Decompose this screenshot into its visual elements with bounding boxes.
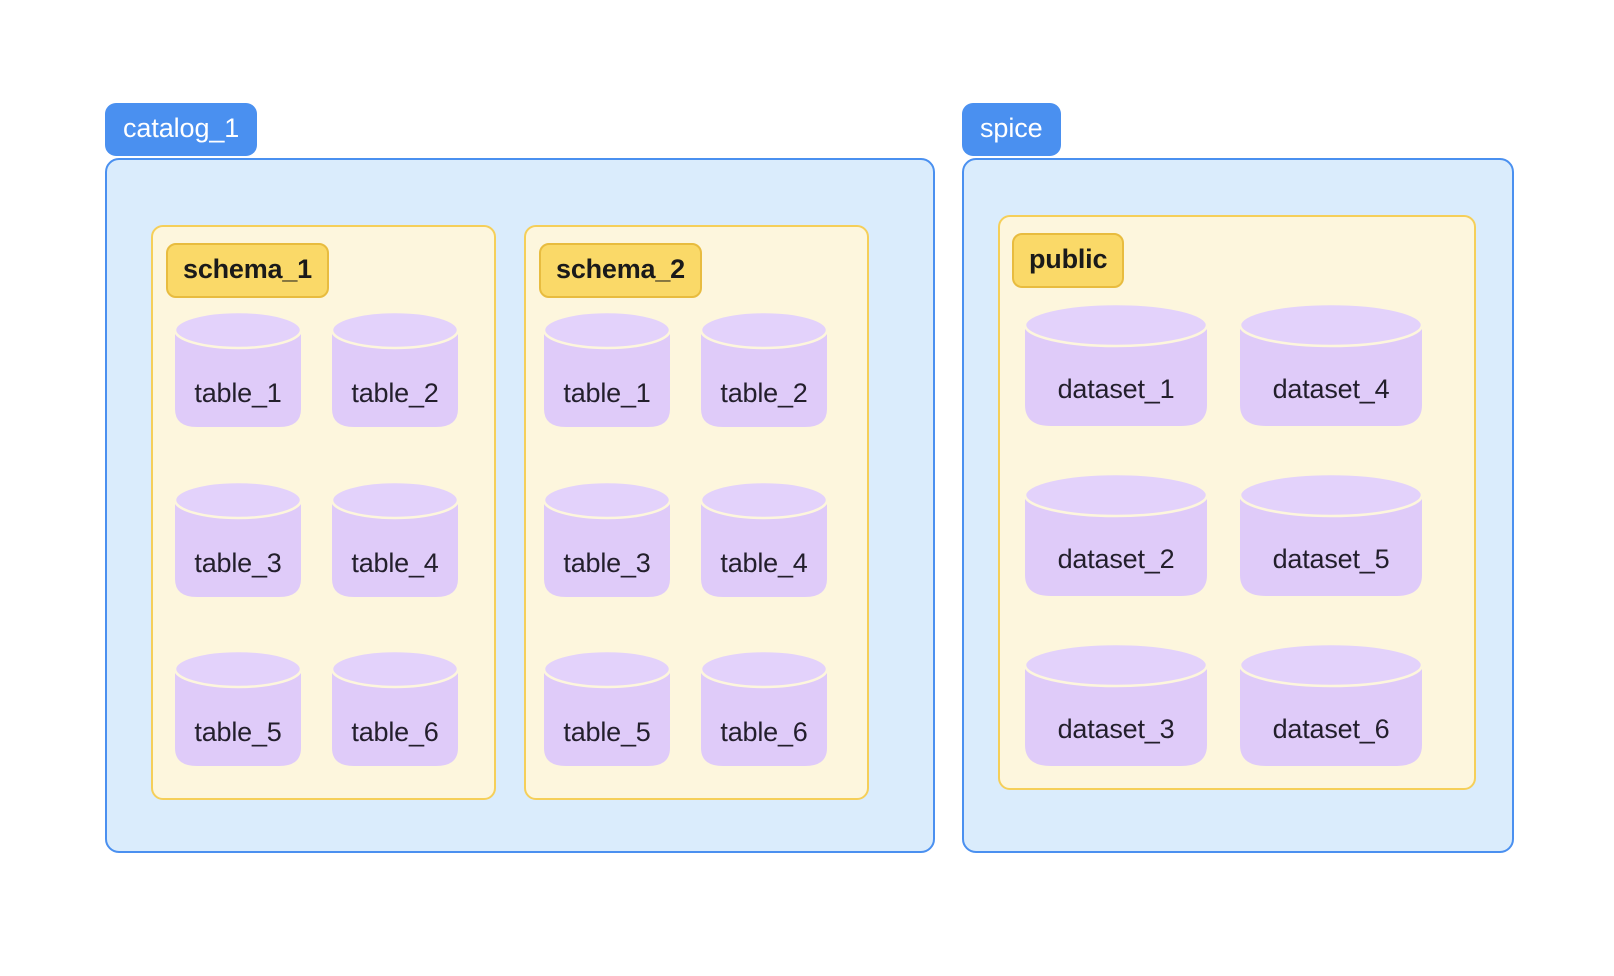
table-cylinder-label: table_1	[194, 378, 282, 408]
table-cylinder-label: table_4	[351, 548, 439, 578]
dataset-cylinder[interactable]: dataset_4	[1238, 302, 1424, 426]
table-cylinder-label: table_6	[720, 717, 808, 747]
table-cylinder-label: table_3	[563, 548, 651, 578]
table-cylinder-label: table_1	[563, 378, 651, 408]
table-cylinder[interactable]: table_3	[173, 480, 303, 597]
table-cylinder-label: table_6	[351, 717, 439, 747]
group-badge-catalog-1[interactable]: catalog_1	[105, 103, 258, 156]
schema-badge-schema-1[interactable]: schema_1	[166, 243, 329, 298]
dataset-cylinder-label: dataset_3	[1057, 714, 1175, 744]
table-cylinder-label: table_2	[351, 378, 439, 408]
table-cylinder[interactable]: table_3	[542, 480, 672, 597]
table-cylinder-label: table_4	[720, 548, 808, 578]
dataset-cylinder[interactable]: dataset_1	[1023, 302, 1209, 426]
table-cylinder[interactable]: table_5	[173, 649, 303, 766]
dataset-cylinder[interactable]: dataset_2	[1023, 472, 1209, 596]
group-box-spice: public dataset_1 dat	[962, 158, 1514, 853]
dataset-cylinder-label: dataset_4	[1272, 374, 1390, 404]
schema-badge-schema-2[interactable]: schema_2	[539, 243, 702, 298]
table-cylinder[interactable]: table_1	[173, 310, 303, 427]
table-cylinder[interactable]: table_4	[699, 480, 829, 597]
dataset-cylinder-label: dataset_1	[1057, 374, 1175, 404]
schema-badge-public[interactable]: public	[1012, 233, 1125, 288]
group-catalog-1: catalog_1 schema_1 table_1	[105, 103, 935, 853]
dataset-cylinder-label: dataset_6	[1272, 714, 1390, 744]
table-cylinder-label: table_5	[194, 717, 282, 747]
table-cylinder[interactable]: table_2	[330, 310, 460, 427]
schema-panel-schema-1: schema_1 table_1 tab	[151, 225, 496, 800]
dataset-cylinder-label: dataset_2	[1057, 544, 1175, 574]
table-cylinder[interactable]: table_4	[330, 480, 460, 597]
group-box-catalog-1: schema_1 table_1 tab	[105, 158, 935, 853]
table-cylinder[interactable]: table_5	[542, 649, 672, 766]
table-cylinder[interactable]: table_6	[330, 649, 460, 766]
table-cylinder-label: table_5	[563, 717, 651, 747]
table-cylinder[interactable]: table_1	[542, 310, 672, 427]
dataset-cylinder[interactable]: dataset_6	[1238, 642, 1424, 766]
schema-panel-schema-2: schema_2 table_1 tab	[524, 225, 869, 800]
dataset-cylinder-label: dataset_5	[1272, 544, 1390, 574]
table-cylinder[interactable]: table_6	[699, 649, 829, 766]
table-cylinder-label: table_2	[720, 378, 808, 408]
dataset-cylinder[interactable]: dataset_3	[1023, 642, 1209, 766]
group-badge-spice[interactable]: spice	[962, 103, 1061, 156]
table-cylinder-label: table_3	[194, 548, 282, 578]
table-cylinder[interactable]: table_2	[699, 310, 829, 427]
group-spice: spice public dataset_1	[962, 103, 1514, 853]
schema-panel-public: public dataset_1 dat	[998, 215, 1476, 790]
dataset-cylinder[interactable]: dataset_5	[1238, 472, 1424, 596]
